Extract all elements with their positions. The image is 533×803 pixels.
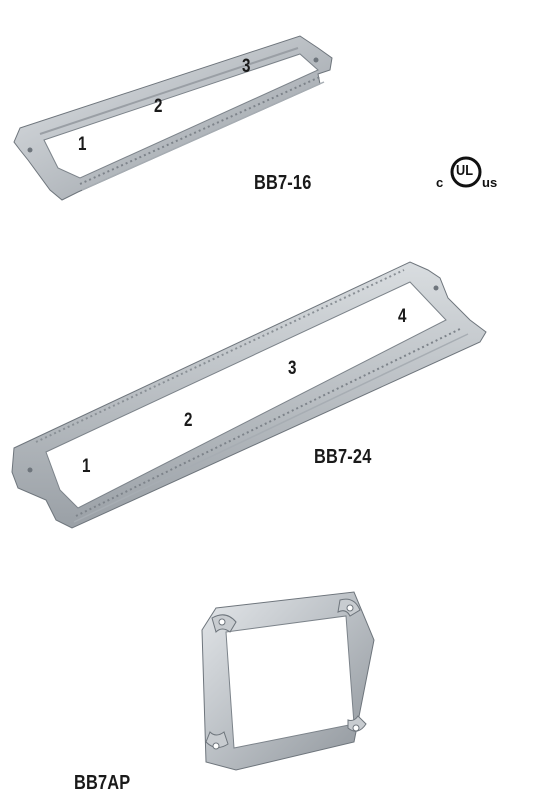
bb7-16-position-2: 2 (154, 96, 163, 117)
bb7-24-position-4: 4 (398, 306, 407, 327)
ul-mark-left-text: c (436, 175, 444, 190)
ul-mark-right-text: us (482, 175, 498, 190)
ul-certification-mark (450, 156, 482, 188)
bb7ap-model-label: BB7AP (74, 772, 131, 794)
bb7-24-bracket-image (11, 261, 487, 529)
bb7-16-position-3: 3 (242, 56, 251, 77)
bb7-24-position-3: 3 (288, 358, 297, 379)
bb7ap-plate-image (201, 591, 375, 771)
bb7-24-position-2: 2 (184, 410, 193, 431)
bb7-24-model-label: BB7-24 (314, 446, 372, 468)
bb7-24-position-1: 1 (82, 456, 91, 477)
bb7-16-bracket-image (13, 35, 333, 201)
ul-mark-letters: UL (456, 162, 473, 179)
bb7-16-model-label: BB7-16 (254, 172, 312, 194)
bb7-16-position-1: 1 (78, 134, 87, 155)
